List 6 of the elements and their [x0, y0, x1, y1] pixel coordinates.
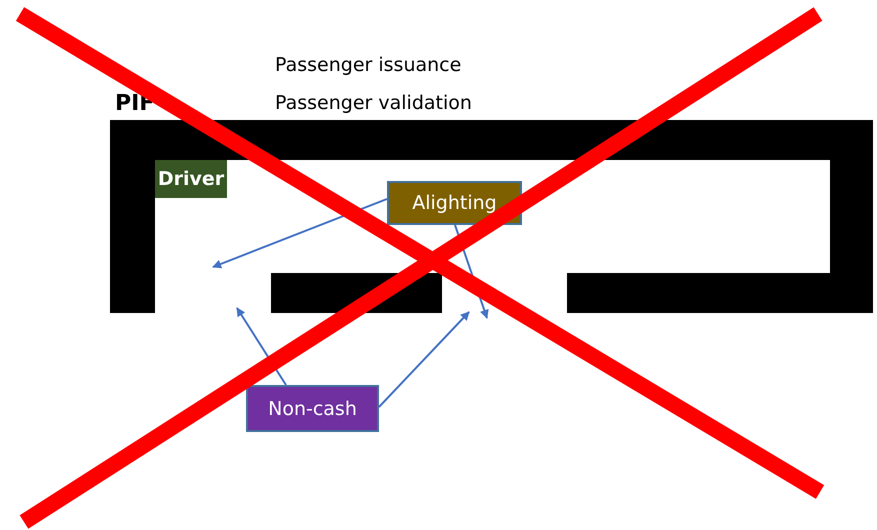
- role-label: Driver: [155, 160, 227, 198]
- arrow: [378, 311, 470, 408]
- text-label: Passenger validation: [275, 92, 472, 114]
- process-box: Non-cash: [246, 385, 379, 432]
- arrow: [212, 198, 388, 268]
- text-label: Passenger issuance: [275, 54, 462, 76]
